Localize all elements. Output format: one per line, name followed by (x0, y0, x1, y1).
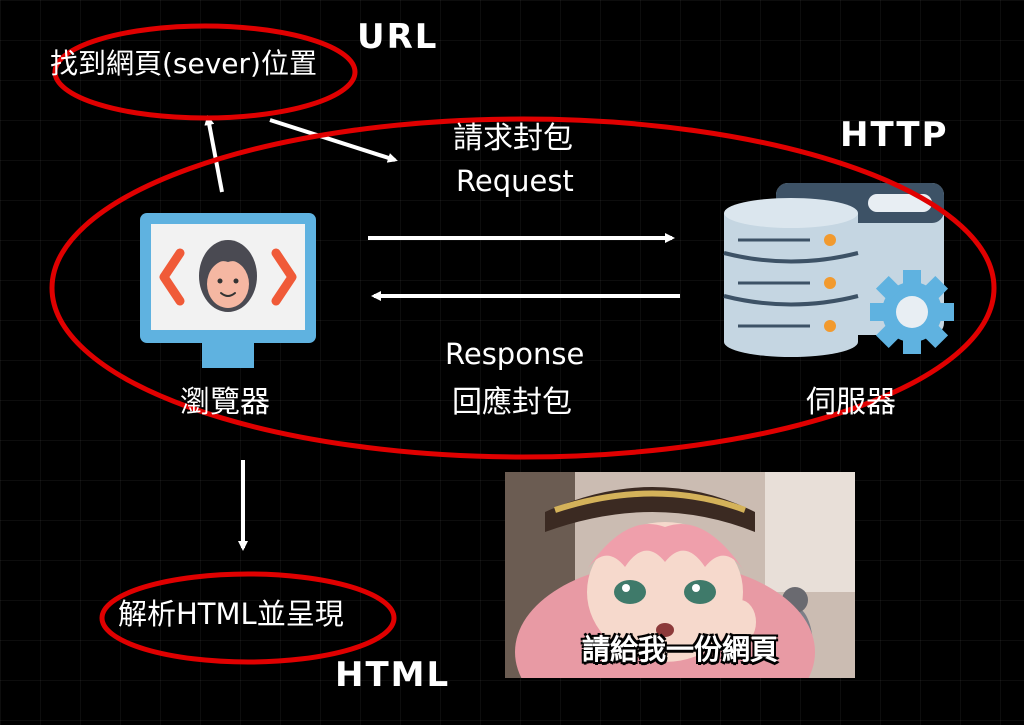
anime-meme-image: 請給我一份網頁 (505, 472, 855, 678)
request-zh-label: 請求封包 (453, 124, 573, 154)
url-tag: URL (357, 20, 438, 54)
response-zh-label: 回應封包 (452, 388, 572, 418)
browser-label: 瀏覽器 (180, 388, 270, 418)
find-server-label: 找到網頁(sever)位置 (50, 50, 317, 78)
server-label: 伺服器 (806, 388, 896, 418)
parse-html-label: 解析HTML並呈現 (118, 600, 344, 629)
response-en-label: Response (445, 340, 584, 369)
gear-icon (870, 270, 954, 354)
request-en-label: Request (456, 167, 574, 196)
meme-caption: 請給我一份網頁 (505, 628, 855, 668)
http-tag: HTTP (840, 118, 949, 152)
html-tag: HTML (335, 658, 450, 692)
arrow-browser-to-url (208, 118, 222, 192)
browser-monitor-icon (140, 213, 316, 368)
